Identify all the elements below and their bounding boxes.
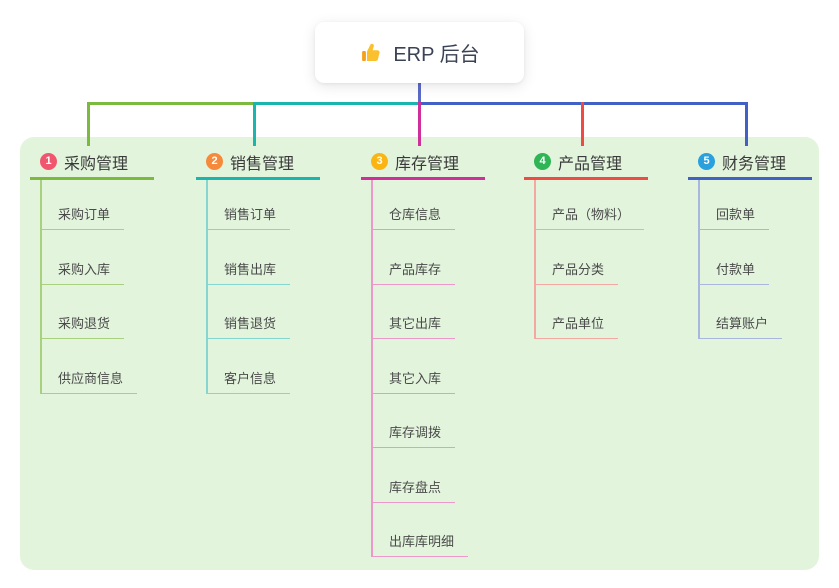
branch-drop-line <box>744 102 748 146</box>
branch-drop-line <box>86 102 90 146</box>
root-label: ERP 后台 <box>393 44 480 66</box>
child-row: 销售退货 <box>208 285 291 339</box>
child-node[interactable]: 库存盘点 <box>373 481 456 503</box>
branch-children: 销售订单销售出库销售退货客户信息 <box>206 180 291 394</box>
child-row: 产品（物料） <box>536 180 645 230</box>
child-row: 库存调拨 <box>373 394 468 448</box>
branch-title-label: 财务管理 <box>722 155 787 173</box>
branch-title-node[interactable]: 2 销售管理 <box>196 146 321 180</box>
child-node[interactable]: 销售退货 <box>208 317 291 339</box>
child-node[interactable]: 付款单 <box>700 263 770 285</box>
branch-title-node[interactable]: 4 产品管理 <box>524 146 649 180</box>
child-row: 产品单位 <box>536 285 644 339</box>
branch-number-badge: 3 <box>371 153 388 170</box>
child-row: 产品库存 <box>373 230 468 285</box>
child-node[interactable]: 产品库存 <box>373 263 456 285</box>
child-node[interactable]: 产品分类 <box>536 263 619 285</box>
branch-drop-line <box>252 102 256 146</box>
child-row: 销售出库 <box>208 230 291 285</box>
child-row: 其它入库 <box>373 339 468 394</box>
child-node[interactable]: 采购订单 <box>42 208 125 230</box>
child-row: 其它出库 <box>373 285 468 339</box>
child-row: 采购入库 <box>42 230 137 285</box>
branch-title-node[interactable]: 1 采购管理 <box>30 146 155 180</box>
branch-children: 仓库信息产品库存其它出库其它入库库存调拨库存盘点出库库明细 <box>371 180 469 557</box>
child-node[interactable]: 采购退货 <box>42 317 125 339</box>
branch-title-node[interactable]: 3 库存管理 <box>361 146 486 180</box>
child-node[interactable]: 产品单位 <box>536 317 619 339</box>
branch: 1 采购管理 采购订单采购入库采购退货供应商信息 <box>30 146 155 394</box>
child-node[interactable]: 销售出库 <box>208 263 291 285</box>
child-node[interactable]: 其它入库 <box>373 372 456 394</box>
branch: 5 财务管理 回款单付款单结算账户 <box>688 146 813 339</box>
branch-children: 采购订单采购入库采购退货供应商信息 <box>40 180 138 394</box>
root-stem-line <box>418 83 421 102</box>
thumbs-up-icon <box>359 41 383 65</box>
child-node[interactable]: 供应商信息 <box>42 372 138 394</box>
branch-children: 回款单付款单结算账户 <box>698 180 783 339</box>
child-node[interactable]: 客户信息 <box>208 372 291 394</box>
child-node[interactable]: 销售订单 <box>208 208 291 230</box>
branch-title-label: 库存管理 <box>395 155 460 173</box>
child-row: 采购订单 <box>42 180 137 230</box>
child-node[interactable]: 出库库明细 <box>373 535 469 557</box>
child-row: 产品分类 <box>536 230 644 285</box>
child-row: 供应商信息 <box>42 339 138 394</box>
root-node[interactable]: ERP 后台 <box>315 22 524 83</box>
child-row: 出库库明细 <box>373 503 469 557</box>
child-row: 付款单 <box>700 230 782 285</box>
child-row: 销售订单 <box>208 180 291 230</box>
branch: 2 销售管理 销售订单销售出库销售退货客户信息 <box>196 146 321 394</box>
child-row: 客户信息 <box>208 339 291 394</box>
branch-number-badge: 4 <box>534 153 551 170</box>
child-node[interactable]: 回款单 <box>700 208 770 230</box>
child-node[interactable]: 结算账户 <box>700 317 783 339</box>
branch-drop-line <box>417 102 421 146</box>
branch-title-node[interactable]: 5 财务管理 <box>688 146 813 180</box>
branches-panel <box>20 137 819 570</box>
child-row: 回款单 <box>700 180 782 230</box>
spine-segment-middle <box>254 102 419 105</box>
child-row: 结算账户 <box>700 285 783 339</box>
branch-number-badge: 5 <box>698 153 715 170</box>
branch-title-label: 采购管理 <box>64 155 129 173</box>
spine-segment-left <box>86 102 254 105</box>
child-node[interactable]: 库存调拨 <box>373 426 456 448</box>
branch-title-label: 产品管理 <box>558 155 623 173</box>
child-node[interactable]: 采购入库 <box>42 263 125 285</box>
child-row: 采购退货 <box>42 285 137 339</box>
child-node[interactable]: 其它出库 <box>373 317 456 339</box>
branch: 4 产品管理 产品（物料） 产品分类产品单位 <box>524 146 649 339</box>
branch-title-label: 销售管理 <box>230 155 295 173</box>
child-node[interactable]: 产品（物料） <box>536 208 645 230</box>
branch-drop-line <box>580 102 584 146</box>
branch-children: 产品（物料） 产品分类产品单位 <box>534 180 645 339</box>
branch-number-badge: 1 <box>40 153 57 170</box>
branch: 3 库存管理 仓库信息产品库存其它出库其它入库库存调拨库存盘点出库库明细 <box>361 146 486 557</box>
child-row: 库存盘点 <box>373 448 468 503</box>
child-node[interactable]: 仓库信息 <box>373 208 456 230</box>
branch-number-badge: 2 <box>206 153 223 170</box>
child-row: 仓库信息 <box>373 180 468 230</box>
